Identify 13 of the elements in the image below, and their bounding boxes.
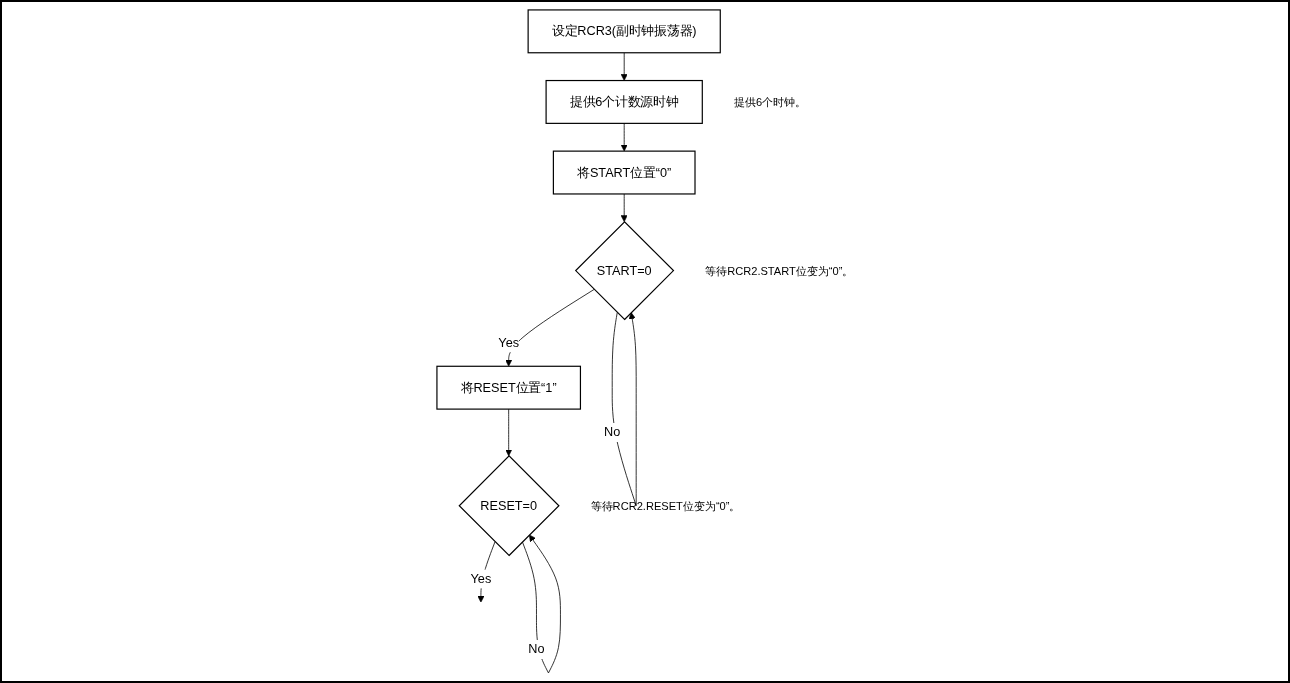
node-diamond: RESET=0 — [458, 455, 560, 557]
edge-label: Yes — [498, 335, 520, 350]
node-box: 设定RCR3(副时钟振荡器) — [527, 9, 721, 54]
note-text: 提供6个时钟。 — [734, 95, 807, 108]
edge-label: No — [528, 642, 545, 656]
node-box: 提供6个计数源时钟 — [545, 79, 703, 124]
edge-label: No — [604, 425, 621, 439]
note-text: 等待RCR2.START位变为“0”。 — [705, 264, 854, 277]
node-box: 将START位置“0” — [552, 150, 696, 195]
node-diamond: START=0 — [574, 220, 675, 321]
edge-label: Yes — [470, 571, 492, 586]
node-box: 将RESET位置“1” — [436, 365, 582, 410]
note-text: 等待RCR2.RESET位变为“0”。 — [590, 499, 741, 512]
